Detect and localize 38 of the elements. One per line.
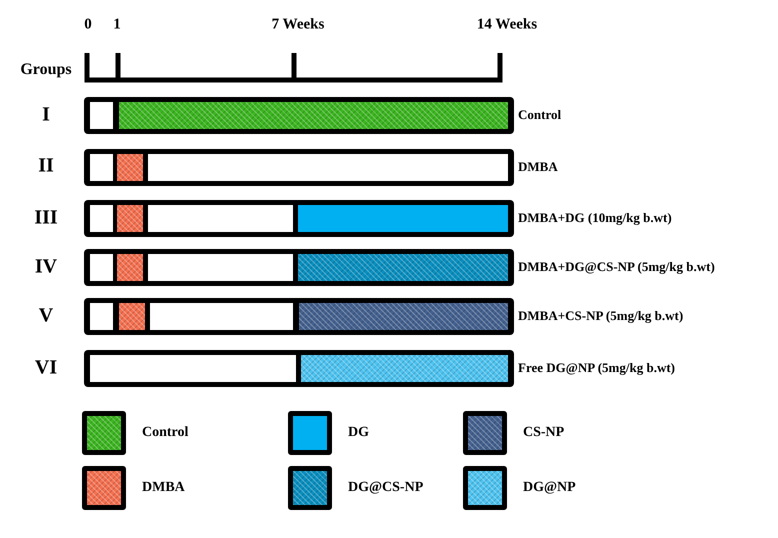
treatment-segment xyxy=(117,254,143,281)
group-number: III xyxy=(34,206,58,230)
group-description: DMBA xyxy=(518,159,558,175)
timeline-bar xyxy=(84,249,514,286)
legend-label: DG xyxy=(348,425,369,441)
legend-label: DG@NP xyxy=(523,480,576,496)
treatment-segment xyxy=(119,303,145,330)
timeline-bar xyxy=(84,298,514,335)
group-number: IV xyxy=(34,256,58,278)
timeline-bar xyxy=(84,350,514,387)
legend-label: DMBA xyxy=(142,480,185,496)
group-description: Free DG@NP (5mg/kg b.wt) xyxy=(518,360,675,376)
group-number: I xyxy=(42,104,50,126)
treatment-segment xyxy=(301,355,508,382)
treatment-segment xyxy=(119,102,508,129)
legend-label: Control xyxy=(142,425,188,441)
group-number: VI xyxy=(34,356,58,380)
treatment-segment xyxy=(298,254,508,281)
timeline-label: 14 Weeks xyxy=(476,16,538,34)
group-number: V xyxy=(38,304,54,328)
timeline-label: 0 xyxy=(84,16,92,34)
timeline-label: 7 Weeks xyxy=(272,16,324,34)
treatment-segment xyxy=(117,154,143,181)
timeline-bar xyxy=(84,200,514,237)
group-number: II xyxy=(38,154,54,178)
group-description: DMBA+DG (10mg/kg b.wt) xyxy=(518,210,672,226)
group-description: Control xyxy=(518,107,562,123)
timeline-bar xyxy=(84,97,514,134)
treatment-segment xyxy=(117,205,143,232)
legend-label: CS-NP xyxy=(523,425,564,441)
treatment-segment xyxy=(298,205,508,232)
legend-label: DG@CS-NP xyxy=(348,480,424,496)
timeline-bar xyxy=(84,149,514,186)
group-description: DMBA+CS-NP (5mg/kg b.wt) xyxy=(518,308,684,324)
axis-title: Groups xyxy=(20,61,72,79)
treatment-segment xyxy=(299,303,508,330)
timeline-label: 1 xyxy=(113,16,121,34)
group-description: DMBA+DG@CS-NP (5mg/kg b.wt) xyxy=(518,259,715,275)
